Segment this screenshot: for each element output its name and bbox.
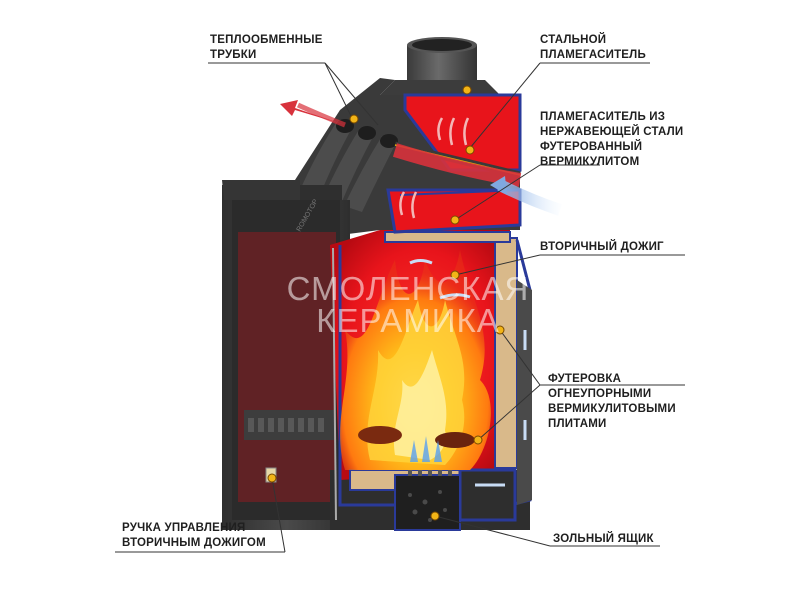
watermark-line1: СМОЛЕНСКАЯ [286,270,530,307]
hot-air-arrow-top [280,100,346,128]
label-lining-line4: ПЛИТАМИ [548,418,607,430]
label-steel-deflector-line1: СТАЛЬНОЙ [540,34,607,46]
label-steel-deflector: СТАЛЬНОЙ ПЛАМЕГАСИТЕЛЬ [540,33,646,63]
right-outer-wall [517,280,532,505]
label-secondary-combustion-line1: ВТОРИЧНЫЙ ДОЖИГ [540,241,664,253]
label-heat-exchange-tubes-line1: ТЕПЛООБМЕННЫЕ [210,34,323,46]
label-lining-line3: ВЕРМИКУЛИТОВЫМИ [548,403,676,415]
label-stainless-deflector-line4: ВЕРМИКУЛИТОМ [540,156,640,168]
watermark-line2: КЕРАМИКА [316,302,500,339]
label-control-handle: РУЧКА УПРАВЛЕНИЯ ВТОРИЧНЫМ ДОЖИГОМ [122,521,266,551]
callout-dots [267,85,505,521]
label-control-handle-line1: РУЧКА УПРАВЛЕНИЯ [122,522,246,534]
label-heat-exchange-tubes-line2: ТРУБКИ [210,49,257,61]
label-lining: ФУТЕРОВКА ОГНЕУПОРНЫМИ ВЕРМИКУЛИТОВЫМИ П… [548,372,676,432]
rising-heat-arrows [399,117,470,219]
label-ash-box-line1: ЗОЛЬНЫЙ ЯЩИК [553,533,654,545]
label-stainless-deflector-line3: ФУТЕРОВАННЫЙ [540,141,643,153]
label-stainless-deflector-line2: НЕРЖАВЕЮЩЕЙ СТАЛИ [540,126,684,138]
label-lining-line2: ОГНЕУПОРНЫМИ [548,388,652,400]
flue-collar [380,37,500,95]
flames [340,250,491,470]
label-heat-exchange-tubes: ТЕПЛООБМЕННЫЕ ТРУБКИ [210,33,323,63]
label-steel-deflector-line2: ПЛАМЕГАСИТЕЛЬ [540,49,646,61]
label-stainless-deflector: ПЛАМЕГАСИТЕЛЬ ИЗ НЕРЖАВЕЮЩЕЙ СТАЛИ ФУТЕР… [540,110,683,170]
label-secondary-combustion: ВТОРИЧНЫЙ ДОЖИГ [540,240,664,255]
leader-lines [115,62,685,553]
label-stainless-deflector-line1: ПЛАМЕГАСИТЕЛЬ ИЗ [540,111,666,123]
label-control-handle-line2: ВТОРИЧНЫМ ДОЖИГОМ [122,537,266,549]
label-ash-box: ЗОЛЬНЫЙ ЯЩИК [553,532,654,547]
label-lining-line1: ФУТЕРОВКА [548,373,622,385]
hot-air-arrow-middle [392,143,522,187]
secondary-air-arrows [409,259,527,487]
